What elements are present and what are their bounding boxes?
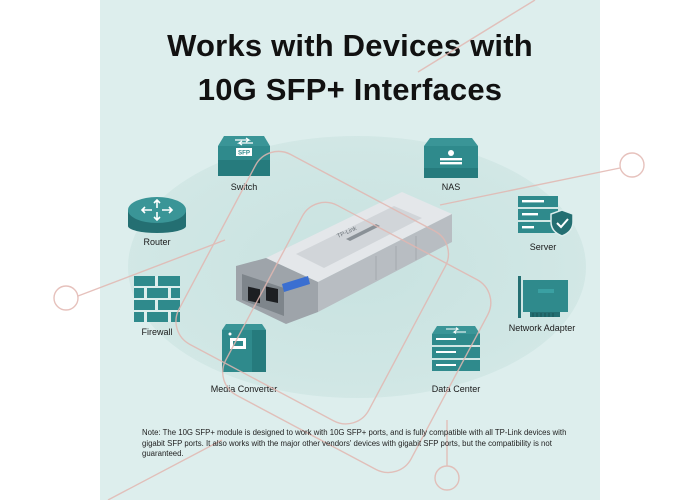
device-server bbox=[518, 196, 574, 238]
compatibility-note: Note: The 10G SFP+ module is designed to… bbox=[142, 428, 567, 459]
title-line-2: 10G SFP+ Interfaces bbox=[197, 72, 503, 107]
data-center-label: Data Center bbox=[431, 384, 481, 394]
page-title: Works with Devices with 10G SFP+ Interfa… bbox=[100, 24, 600, 112]
device-network-adapter bbox=[518, 276, 568, 320]
sfp-module-icon: TP-Link bbox=[236, 192, 452, 324]
media-converter-label: Media Converter bbox=[210, 384, 278, 394]
server-label: Server bbox=[529, 242, 557, 252]
firewall-icon bbox=[134, 276, 180, 322]
switch-icon: SFP bbox=[218, 136, 270, 176]
nas-icon bbox=[424, 138, 478, 178]
switch-badge: SFP bbox=[238, 150, 250, 157]
router-icon bbox=[128, 197, 186, 233]
firewall-label: Firewall bbox=[141, 327, 173, 337]
title-line-1: Works with Devices with bbox=[167, 28, 533, 63]
server-shield-icon bbox=[518, 196, 574, 237]
device-firewall bbox=[134, 276, 180, 322]
device-switch: SFP bbox=[218, 136, 270, 182]
network-adapter-icon bbox=[518, 276, 568, 318]
router-label: Router bbox=[143, 237, 171, 247]
sfp-module: TP-Link bbox=[226, 184, 458, 334]
network-adapter-label: Network Adapter bbox=[508, 323, 576, 333]
device-router bbox=[128, 196, 186, 234]
device-nas bbox=[424, 138, 478, 178]
